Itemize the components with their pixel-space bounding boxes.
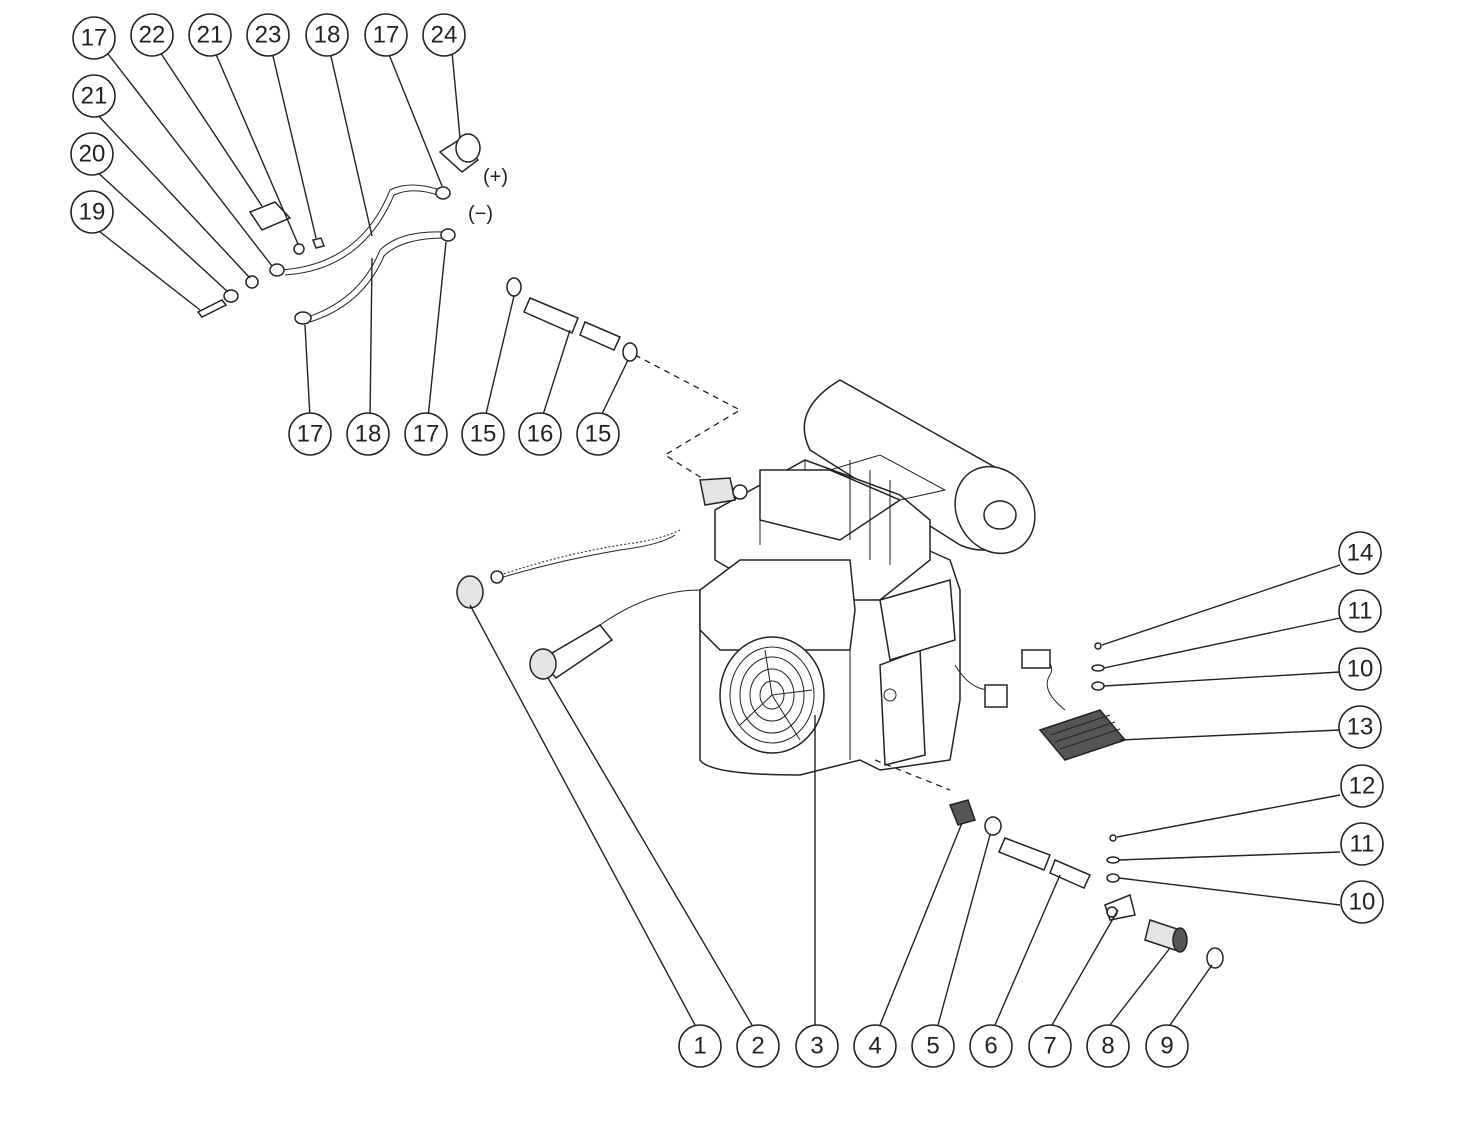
callout-label: 4 bbox=[868, 1033, 881, 1060]
callout-label: 1 bbox=[693, 1033, 706, 1060]
callout: 21 bbox=[188, 13, 232, 57]
callout: 4 bbox=[853, 1024, 897, 1068]
callout-label: 18 bbox=[355, 421, 382, 448]
callout-label: 19 bbox=[79, 199, 106, 226]
callout-label: 10 bbox=[1349, 889, 1376, 916]
pull-start-handle bbox=[529, 589, 701, 680]
callout: 15 bbox=[576, 412, 620, 456]
callout: 17 bbox=[72, 16, 116, 60]
callout-label: 20 bbox=[79, 141, 106, 168]
callout-label: 17 bbox=[81, 25, 108, 52]
callout: 18 bbox=[346, 412, 390, 456]
callout: 6 bbox=[969, 1024, 1013, 1068]
callout-label: 8 bbox=[1101, 1033, 1114, 1060]
engine-assembly bbox=[699, 379, 1036, 776]
callout: 24 bbox=[422, 13, 466, 57]
callout-label: 3 bbox=[810, 1033, 823, 1060]
negative-label: (−) bbox=[468, 203, 493, 225]
callout: 14 bbox=[1338, 531, 1382, 575]
callout-group: 17 22 21 23 18 17 24 21 20 19 17 18 17 1… bbox=[70, 13, 1384, 1068]
callout-label: 14 bbox=[1347, 540, 1374, 567]
callout-label: 22 bbox=[139, 22, 166, 49]
fuel-pipe-lower bbox=[948, 799, 1092, 889]
leader-lines bbox=[94, 49, 1341, 1026]
callout-label: 10 bbox=[1347, 656, 1374, 683]
callout: 19 bbox=[70, 190, 114, 234]
callout-label: 2 bbox=[751, 1033, 764, 1060]
callout-label: 9 bbox=[1160, 1033, 1173, 1060]
callout-label: 13 bbox=[1347, 714, 1374, 741]
callout: 1 bbox=[678, 1024, 722, 1068]
callout: 12 bbox=[1340, 764, 1384, 808]
callout: 16 bbox=[518, 412, 562, 456]
callout-label: 11 bbox=[1348, 598, 1373, 625]
callout: 13 bbox=[1338, 705, 1382, 749]
callout-label: 17 bbox=[413, 421, 440, 448]
callout: 8 bbox=[1086, 1024, 1130, 1068]
callout: 9 bbox=[1145, 1024, 1189, 1068]
callout-label: 5 bbox=[926, 1033, 939, 1060]
callout-label: 16 bbox=[527, 421, 554, 448]
callout: 21 bbox=[72, 74, 116, 118]
callout-label: 15 bbox=[585, 421, 612, 448]
callout-label: 6 bbox=[984, 1033, 997, 1060]
callout: 3 bbox=[795, 1024, 839, 1068]
callout-label: 21 bbox=[197, 22, 224, 49]
callout: 20 bbox=[70, 132, 114, 176]
callout: 7 bbox=[1028, 1024, 1072, 1068]
callout: 11 bbox=[1340, 822, 1384, 866]
callout-label: 17 bbox=[297, 421, 324, 448]
callout: 11 bbox=[1338, 589, 1382, 633]
callout-label: 7 bbox=[1043, 1033, 1056, 1060]
fuel-pipe-upper bbox=[506, 277, 638, 362]
bolt-washers-lower bbox=[1106, 834, 1120, 883]
callout: 17 bbox=[364, 13, 408, 57]
callout: 5 bbox=[911, 1024, 955, 1068]
callout: 18 bbox=[305, 13, 349, 57]
fuel-line-path-lower bbox=[874, 759, 951, 791]
callout: 22 bbox=[130, 13, 174, 57]
callout: 17 bbox=[404, 412, 448, 456]
callout-label: 15 bbox=[470, 421, 497, 448]
callout: 10 bbox=[1338, 647, 1382, 691]
callout-label: 21 bbox=[81, 83, 108, 110]
voltage-regulator bbox=[954, 642, 1127, 761]
callout-label: 12 bbox=[1349, 773, 1376, 800]
callout: 17 bbox=[288, 412, 332, 456]
callout: 2 bbox=[736, 1024, 780, 1068]
fuel-line-path bbox=[634, 354, 742, 481]
callout: 23 bbox=[246, 13, 290, 57]
callout-label: 24 bbox=[431, 22, 458, 49]
battery-cables bbox=[196, 133, 481, 325]
positive-label: (+) bbox=[483, 166, 508, 188]
choke-cable bbox=[456, 529, 681, 609]
callout-label: 18 bbox=[314, 22, 341, 49]
callout-label: 11 bbox=[1350, 831, 1375, 858]
callout-label: 23 bbox=[255, 22, 282, 49]
callout-label: 17 bbox=[373, 22, 400, 49]
callout: 15 bbox=[461, 412, 505, 456]
callout: 10 bbox=[1340, 880, 1384, 924]
fittings-lower-right bbox=[1104, 893, 1224, 969]
